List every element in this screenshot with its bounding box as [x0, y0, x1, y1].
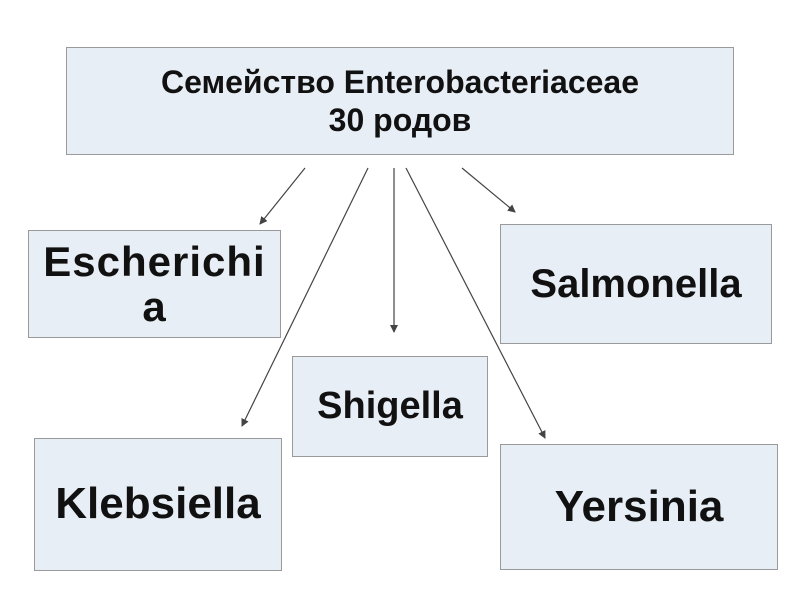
genus-label-yersinia: Yersinia: [554, 481, 724, 531]
arrow-to-escherichia: [259, 167, 306, 225]
genus-label-escherichia-part1: Escherichi: [43, 237, 266, 285]
genus-box-escherichia: Escherichi a: [28, 230, 281, 338]
genus-label-salmonella: Salmonella: [530, 262, 742, 306]
genus-label-klebsiella: Klebsiella: [55, 479, 261, 529]
genus-box-klebsiella: Klebsiella: [34, 438, 282, 571]
genus-box-yersinia: Yersinia: [500, 444, 778, 570]
arrow-to-salmonella: [461, 167, 516, 213]
genus-box-salmonella: Salmonella: [500, 224, 772, 344]
family-title: Семейство Enterobacteriaceae: [160, 63, 640, 100]
genus-box-shigella: Shigella: [292, 356, 488, 457]
genus-label-escherichia-part2: a: [142, 283, 167, 330]
family-box: Семейство Enterobacteriaceae 30 родов: [66, 47, 734, 155]
genera-count: 30 родов: [328, 102, 472, 138]
genus-label-shigella: Shigella: [317, 384, 463, 427]
